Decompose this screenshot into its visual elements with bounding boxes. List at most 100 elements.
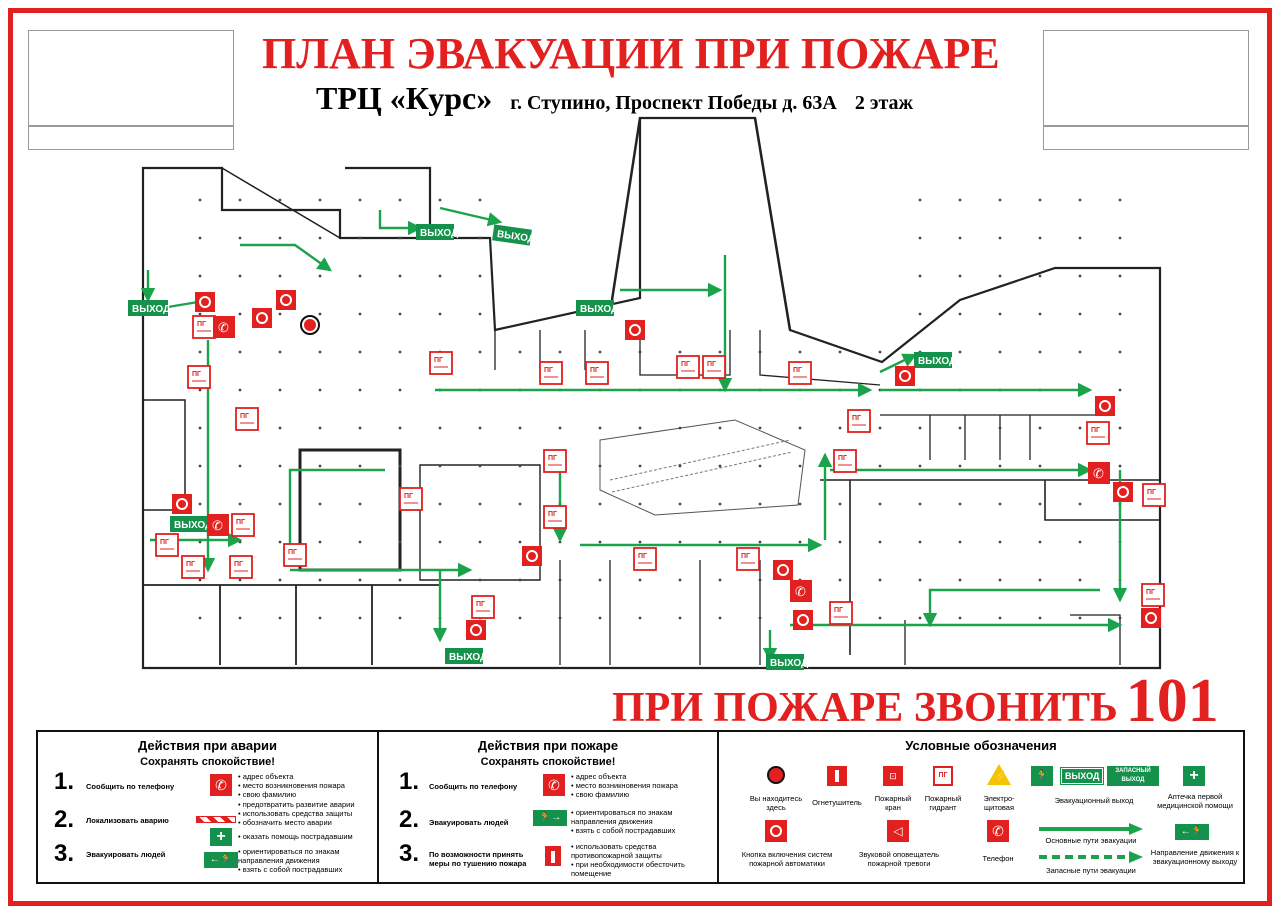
exit-direction-icon: 🏃→ (533, 810, 567, 826)
column-dot (638, 426, 642, 430)
accident-subtitle: Сохранять спокойствие! (140, 756, 275, 768)
accident-step-2-number: 2. (54, 806, 75, 833)
column-dot (878, 540, 882, 544)
column-dot (718, 616, 722, 620)
fire-step-2-number: 2. (399, 806, 420, 833)
column-dot (998, 350, 1002, 354)
column-dot (878, 578, 882, 582)
hydrant-sign: ПГ (633, 547, 657, 571)
bullet: • оказать помощь пострадавшим (238, 832, 353, 841)
fire-step-3-number: 3. (399, 840, 420, 867)
svg-text:✆: ✆ (218, 320, 229, 335)
column-dot (238, 198, 242, 202)
column-dot (478, 426, 482, 430)
column-dot (238, 350, 242, 354)
legend-direction: Направление движения к эвакуационному вы… (1150, 848, 1240, 866)
you-are-here-icon (767, 766, 785, 784)
column-dot (878, 464, 882, 468)
column-dot (1078, 616, 1082, 620)
exit-sign-4: ВЫХОД (576, 300, 618, 316)
hydrant-sign: ПГ (229, 555, 253, 579)
bullet: • ориентироваться по знакам направления … (238, 847, 340, 865)
column-dot (1038, 426, 1042, 430)
column-dot (318, 502, 322, 506)
bullet: • адрес объекта (238, 772, 294, 781)
hydrant-sign: ПГ (1086, 421, 1110, 445)
alarm-button (466, 620, 486, 640)
column-dot (198, 464, 202, 468)
blank-box-right (1043, 30, 1249, 126)
column-dot (678, 426, 682, 430)
column-dot (718, 578, 722, 582)
column-dot (478, 274, 482, 278)
column-dot (398, 540, 402, 544)
legend-hydrant: Пожарный гидрант (924, 794, 962, 812)
main-route-arrow-icon (1039, 823, 1143, 835)
column-dot (958, 502, 962, 506)
alarm-button-icon (765, 820, 787, 842)
hydrant-sign: ПГ (1142, 483, 1166, 507)
hydrant-icon: ПГ (933, 766, 953, 786)
column-dot (958, 236, 962, 240)
hydrant-sign-label: ПГ (548, 511, 557, 518)
bullet: • место возникновения пожара (571, 781, 678, 790)
column-dot (1038, 464, 1042, 468)
legend-crane: Пожарный кран (874, 794, 912, 812)
column-dot (678, 616, 682, 620)
column-dot (638, 616, 642, 620)
column-dot (718, 426, 722, 430)
phone-icon: ✆ (987, 820, 1009, 842)
spare-exit-word: ВЫХОД (1121, 777, 1145, 783)
column-dot (918, 464, 922, 468)
hydrant-sign-label: ПГ (288, 549, 297, 556)
hydrant-sign: ПГ (829, 601, 853, 625)
column-dot (918, 426, 922, 430)
hydrant-sign-label: ПГ (240, 413, 249, 420)
column-dot (1078, 350, 1082, 354)
legend-spare-route: Запасные пути эвакуации (1046, 866, 1136, 875)
column-dot (238, 464, 242, 468)
column-dot (798, 502, 802, 506)
legend-phone: Телефон (982, 854, 1014, 863)
column-dot (1078, 578, 1082, 582)
alarm-button (172, 494, 192, 514)
page-subtitle: ТРЦ «Курс» г. Ступино, Проспект Победы д… (316, 80, 913, 117)
column-dot (958, 274, 962, 278)
hydrant-sign-label: ПГ (707, 361, 716, 368)
hydrant-sign-label: ПГ (160, 539, 169, 546)
bullet: • ориентироваться по знакам направления … (571, 808, 673, 826)
column-dot (518, 502, 522, 506)
column-dot (878, 502, 882, 506)
spare-exit-sign-icon: ЗАПАСНЫЙ ВЫХОД (1107, 766, 1159, 786)
column-dot (318, 426, 322, 430)
column-dot (278, 312, 282, 316)
exit-sign-label: ВЫХОД (449, 652, 487, 663)
column-dot (358, 236, 362, 240)
fire-crane-icon: ⊡ (883, 766, 903, 786)
column-dot (678, 502, 682, 506)
column-dot (278, 464, 282, 468)
legend-extinguisher: Огнетушитель (812, 798, 862, 807)
column-dot (318, 464, 322, 468)
column-dot (1078, 540, 1082, 544)
hydrant-sign: ПГ (192, 315, 216, 339)
column-dot (678, 578, 682, 582)
column-dot (918, 540, 922, 544)
column-dot (1038, 540, 1042, 544)
hydrant-sign: ПГ (187, 365, 211, 389)
hydrant-sign-label: ПГ (544, 367, 553, 374)
extinguisher-icon (827, 766, 847, 786)
column-dot (598, 616, 602, 620)
alarm-buttons: ✆✆✆✆ (172, 290, 1161, 640)
column-dot (358, 350, 362, 354)
column-dot (1118, 426, 1122, 430)
exit-sign-2: ВЫХОД (416, 224, 458, 240)
column-dot (1118, 464, 1122, 468)
column-dot (558, 350, 562, 354)
column-dot (438, 426, 442, 430)
column-dot (358, 616, 362, 620)
column-dot (958, 350, 962, 354)
hydrant-sign-label: ПГ (852, 415, 861, 422)
column-dot (638, 540, 642, 544)
emergency-call-text: ПРИ ПОЖАРЕ ЗВОНИТЬ (612, 685, 1118, 731)
